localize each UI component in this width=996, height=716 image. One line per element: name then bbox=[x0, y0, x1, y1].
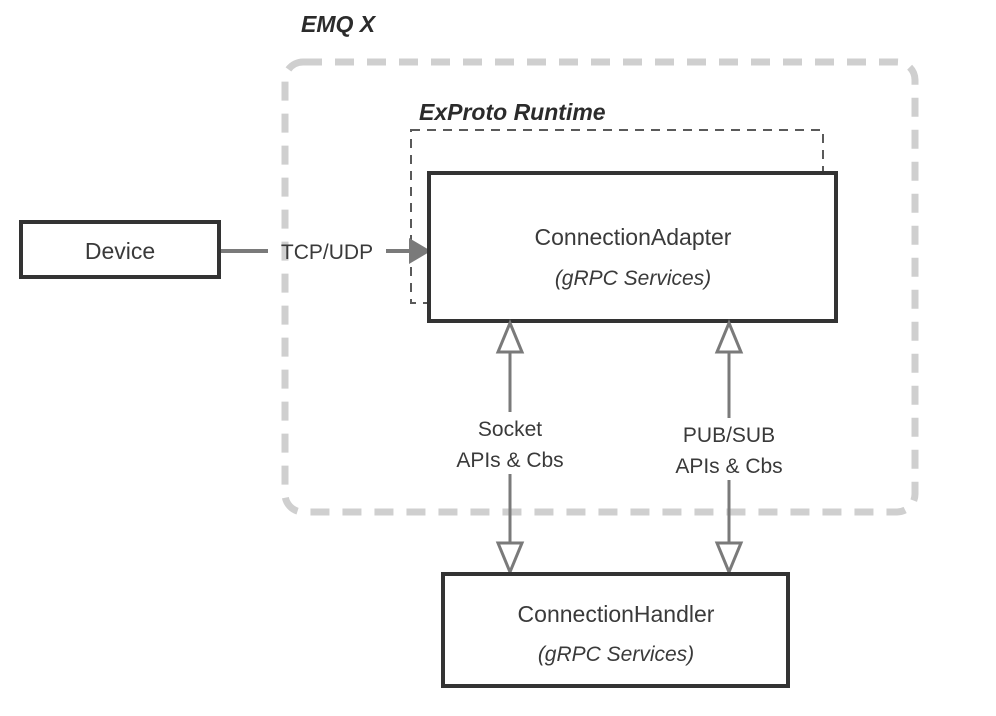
edge-socket-apis-arrowhead-up bbox=[495, 319, 525, 354]
group-emqx-boundary bbox=[281, 58, 919, 516]
edge-label-tcp-udp: TCP/UDP bbox=[281, 241, 373, 264]
group-exproto-label: ExProto Runtime bbox=[419, 99, 606, 125]
edge-label-pubsub-line2: APIs & Cbs bbox=[675, 455, 782, 478]
node-connection-handler-box[interactable] bbox=[441, 572, 790, 688]
node-connection-adapter-primary-label: ConnectionAdapter bbox=[535, 224, 732, 250]
edge-pubsub-apis-label-backdrop bbox=[667, 418, 791, 480]
node-connection-adapter-secondary-label: (gRPC Services) bbox=[555, 267, 711, 290]
node-device-label: Device bbox=[85, 238, 155, 264]
edge-socket-apis-label-backdrop bbox=[451, 412, 569, 474]
node-connection-handler-secondary-label: (gRPC Services) bbox=[538, 643, 694, 666]
node-connection-handler-primary-label: ConnectionHandler bbox=[518, 601, 715, 627]
edge-device-to-adapter-arrowhead bbox=[409, 238, 431, 264]
group-emqx-label: EMQ X bbox=[301, 11, 377, 37]
edge-label-socket-line2: APIs & Cbs bbox=[456, 449, 563, 472]
edge-pubsub-apis-arrowhead-down bbox=[714, 541, 744, 576]
edge-label-pubsub-line1: PUB/SUB bbox=[683, 424, 775, 447]
node-connection-adapter-box[interactable] bbox=[427, 171, 838, 323]
edge-pubsub-apis-arrowhead-up bbox=[714, 319, 744, 354]
edge-label-socket-line1: Socket bbox=[478, 418, 542, 441]
edge-socket-apis-arrowhead-down bbox=[495, 541, 525, 576]
node-device-box[interactable] bbox=[19, 220, 221, 279]
